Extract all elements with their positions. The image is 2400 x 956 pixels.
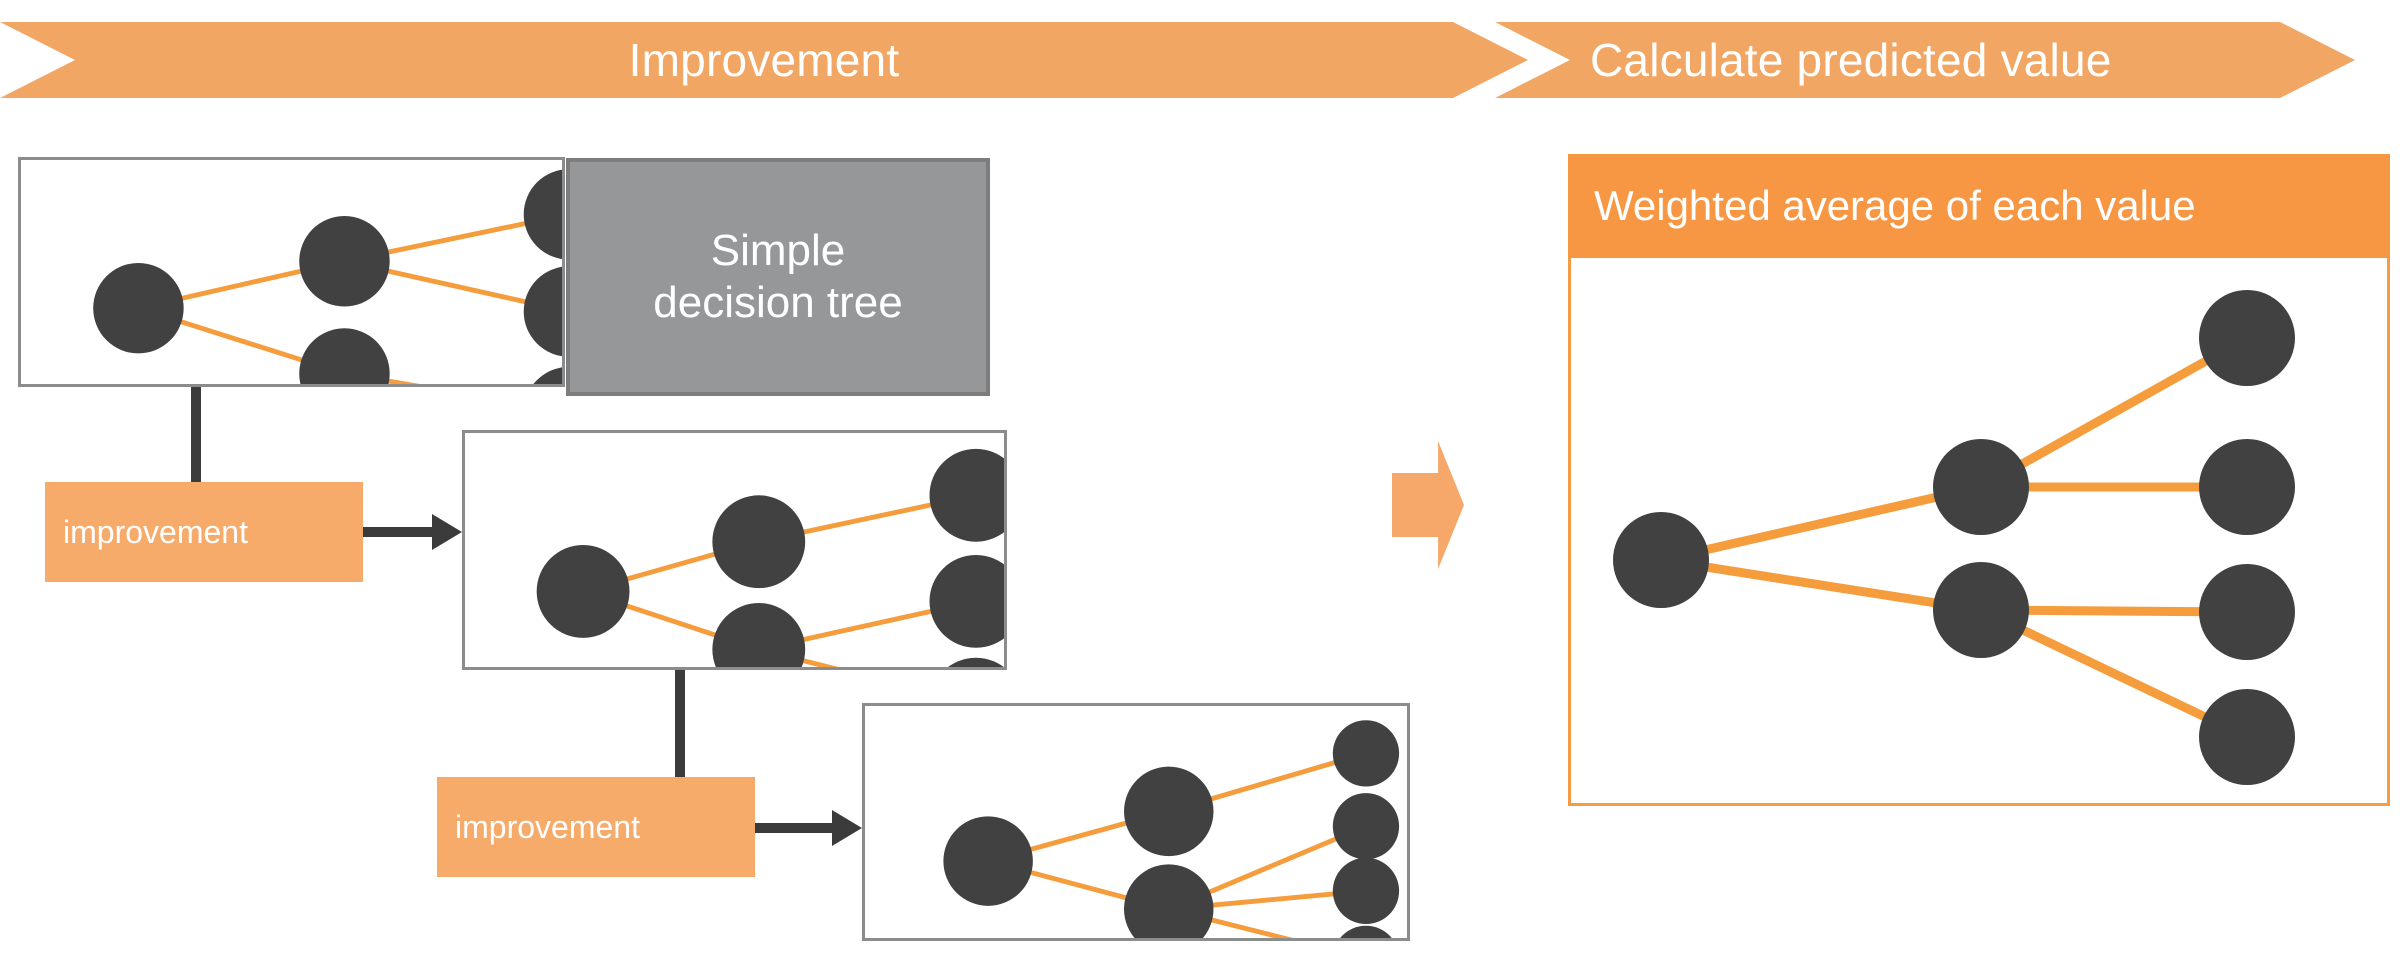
improvement-label-box-1: improvement [45,482,363,582]
improvement-banner-label: Improvement [628,34,900,86]
weighted-average-header-label: Weighted average of each value [1594,182,2196,229]
panel-label-line-1: Simple [710,226,846,276]
weighted-average-panel [1568,154,2390,806]
weighted-average-header: Weighted average of each value [1568,154,2390,258]
calculate-banner: Calculate predicted value [1495,22,2355,98]
simple-decision-tree-panel-label: Simple decision tree [653,225,902,329]
decision-tree-1-graphic [93,169,562,384]
decision-tree-3-graphic [943,720,1400,938]
improvement-label-2: improvement [455,809,640,845]
weighted-average-tree-graphic [1613,290,2295,785]
calculate-banner-shape [1495,22,2355,98]
improvement-banner-shape [0,22,1528,98]
simple-decision-tree-panel: Simple decision tree [566,158,990,396]
improvement-banner: Improvement [0,22,1528,98]
calculate-banner-label: Calculate predicted value [1590,34,2112,86]
improvement-label-box-2: improvement [437,777,755,877]
decision-tree-box-3 [862,703,1410,941]
decision-tree-box-1 [18,157,565,387]
improvement-label-1: improvement [63,514,248,550]
panel-label-line-2: decision tree [653,278,903,327]
flow-arrow-icon [1392,441,1464,569]
decision-tree-box-2 [462,430,1007,670]
decision-tree-2-graphic [536,448,1004,667]
